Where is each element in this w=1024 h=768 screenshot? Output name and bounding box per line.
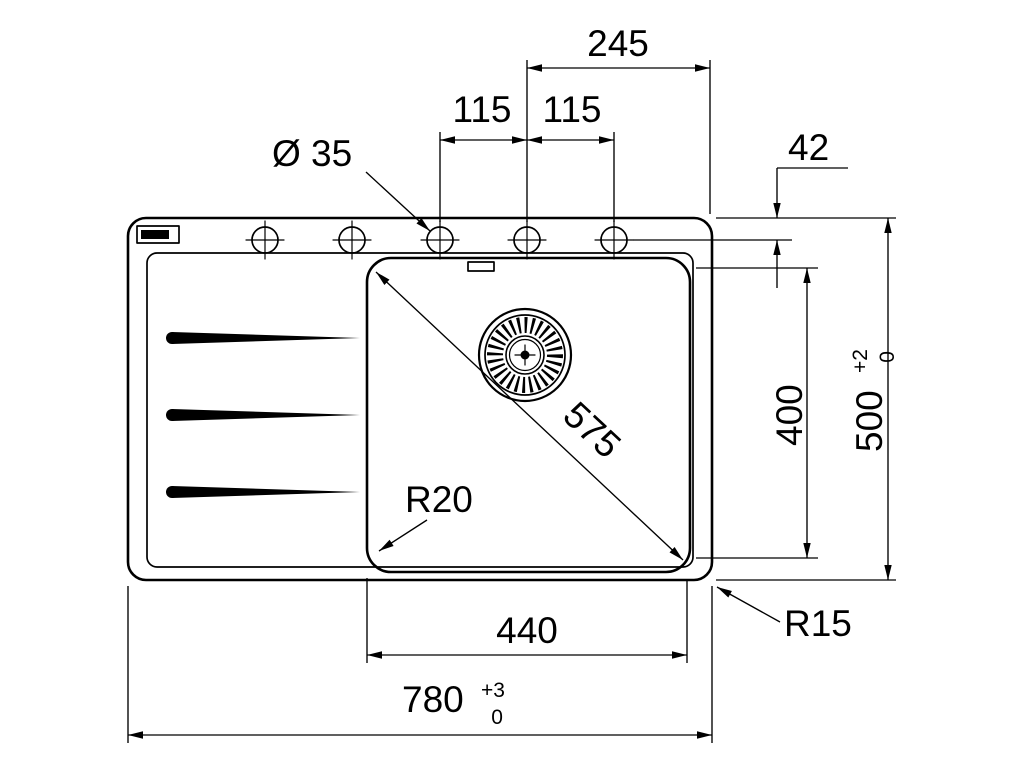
faucet-holes: [245, 220, 792, 260]
faucet-hole: [507, 220, 547, 260]
dim-575-label: 575: [556, 394, 629, 466]
dim-diameter-label: Ø 35: [272, 133, 352, 174]
radius-r15-label: R15: [784, 603, 852, 644]
dimension-245: 245: [526, 23, 711, 222]
drainboard-groove: [166, 409, 360, 421]
logo-frame: [136, 225, 180, 244]
dimension-hole-diameter: Ø 35: [272, 133, 431, 232]
dimension-440: 440: [366, 578, 688, 663]
radius-r15: R15: [716, 586, 852, 644]
sink-inner-rim: [146, 252, 694, 568]
dim-780-label: 780 +3 0: [402, 664, 515, 729]
drain: [477, 307, 573, 403]
logo-plate: [136, 225, 180, 244]
dimension-500: 500 +2 0: [716, 217, 899, 581]
dimension-400: 400: [696, 267, 818, 559]
bowl-outline: [365, 256, 692, 574]
faucet-hole: [420, 220, 460, 260]
radius-r20: R20: [378, 479, 473, 552]
leader-line: [378, 519, 428, 552]
dim-115-right-label: 115: [543, 89, 602, 130]
dimension-42: 42: [773, 127, 848, 288]
dimension-115-115: 115 115: [439, 89, 615, 222]
dim-115-left-label: 115: [453, 89, 512, 130]
overflow-notch: [467, 261, 495, 272]
sink-outline: [126, 216, 714, 582]
leader-line: [365, 171, 431, 232]
dim-440-label: 440: [496, 610, 558, 651]
logo-mark: [141, 230, 169, 239]
leader-line: [716, 586, 781, 623]
dim-42-label: 42: [788, 127, 829, 168]
dimension-780: 780 +3 0: [127, 586, 713, 743]
faucet-hole: [332, 220, 372, 260]
drainboard-groove: [166, 486, 360, 498]
sink-body: [126, 216, 714, 582]
faucet-hole: [594, 220, 634, 260]
faucet-hole: [245, 220, 285, 260]
radius-r20-label: R20: [405, 479, 473, 520]
dimension-line: [375, 271, 684, 561]
dim-500-label: 500 +2 0: [834, 339, 899, 452]
drainboard-grooves: [166, 332, 360, 498]
dim-245-label: 245: [587, 23, 649, 64]
dim-400-label: 400: [769, 384, 810, 446]
drainboard-groove: [166, 332, 360, 344]
